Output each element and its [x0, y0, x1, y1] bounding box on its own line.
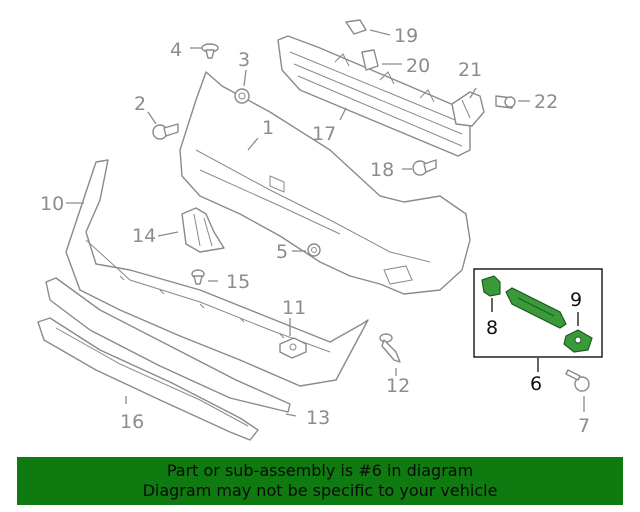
skid-strip-16	[37, 317, 259, 441]
callout-5: 5	[276, 241, 288, 263]
callout-numbers: 1 2 3 4 5 6 7 8 9 10 11 12 13 14 15 16 1…	[40, 25, 590, 437]
screw-7	[565, 369, 590, 392]
assembly-6-box[interactable]	[473, 268, 603, 358]
clip-4	[201, 43, 219, 59]
grommet-5	[307, 243, 321, 257]
mounting-bracket-21	[451, 91, 485, 127]
bolt-18	[412, 159, 437, 176]
bracket-19	[345, 19, 367, 35]
screw-2	[152, 123, 179, 140]
callout-3: 3	[238, 49, 250, 71]
callout-21: 21	[458, 59, 482, 81]
callout-1: 1	[262, 117, 274, 139]
info-banner: Part or sub-assembly is #6 in diagram Di…	[17, 457, 623, 505]
screw-12	[379, 333, 401, 363]
callout-11: 11	[282, 297, 306, 319]
callout-8: 8	[486, 317, 498, 339]
leader-lines	[66, 29, 585, 417]
callout-9: 9	[570, 289, 582, 311]
bumper-cover-1	[179, 71, 471, 295]
callout-19: 19	[394, 25, 418, 47]
clip-3	[234, 88, 250, 104]
bracket-20	[361, 49, 379, 71]
harness-strip	[505, 287, 567, 329]
nut-11	[279, 337, 307, 359]
connector-9	[563, 329, 593, 353]
pin-15	[191, 269, 205, 285]
callout-7: 7	[578, 415, 590, 437]
callout-13: 13	[306, 407, 330, 429]
callout-18: 18	[370, 159, 394, 181]
callout-22: 22	[534, 91, 558, 113]
callout-2: 2	[134, 93, 146, 115]
callout-14: 14	[132, 225, 156, 247]
banner-line-2: Diagram may not be specific to your vehi…	[142, 481, 498, 500]
callout-16: 16	[120, 411, 144, 433]
reinforcement-beam-17	[277, 35, 471, 157]
callout-4: 4	[170, 39, 182, 61]
bracket-14	[181, 207, 225, 253]
bolt-22	[495, 95, 516, 109]
lower-trim-13	[45, 277, 291, 413]
callout-10: 10	[40, 193, 64, 215]
callout-15: 15	[226, 271, 250, 293]
callout-17: 17	[312, 123, 336, 145]
callout-20: 20	[406, 55, 430, 77]
banner-line-1: Part or sub-assembly is #6 in diagram	[166, 461, 474, 480]
lower-support-10	[65, 159, 369, 387]
callout-12: 12	[386, 375, 410, 397]
sensor-bracket-8	[481, 275, 501, 297]
callout-6: 6	[530, 373, 542, 395]
